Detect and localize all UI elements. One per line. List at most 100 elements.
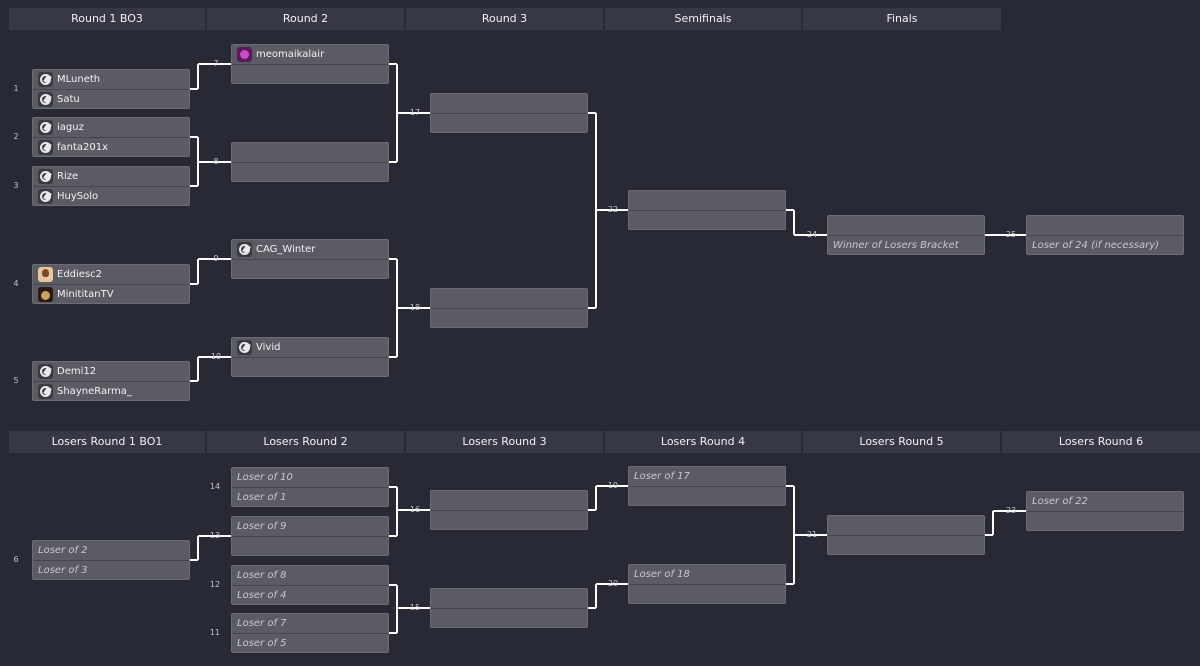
match-slot[interactable] bbox=[232, 143, 388, 162]
match-slot[interactable]: Loser of 7 bbox=[232, 614, 388, 633]
match-24[interactable]: Winner of Losers Bracket bbox=[827, 215, 985, 255]
header-round-3: Round 3 bbox=[406, 8, 603, 30]
match-slot[interactable]: Eddiesc2 bbox=[33, 265, 189, 284]
match-slot[interactable] bbox=[431, 511, 587, 530]
player-name: Satu bbox=[57, 94, 80, 105]
match-slot[interactable] bbox=[629, 191, 785, 210]
match-slot[interactable] bbox=[1027, 512, 1183, 531]
match-number: 4 bbox=[13, 279, 19, 288]
match-slot[interactable] bbox=[431, 114, 587, 133]
match-slot[interactable] bbox=[828, 516, 984, 535]
match-slot[interactable]: Loser of 8 bbox=[232, 566, 388, 585]
match-21[interactable] bbox=[827, 515, 985, 555]
match-number: 7 bbox=[213, 59, 219, 68]
slot-placeholder: Loser of 9 bbox=[237, 521, 287, 532]
match-7[interactable]: meomaikalair bbox=[231, 44, 389, 84]
match-25[interactable]: Loser of 24 (if necessary) bbox=[1026, 215, 1184, 255]
match-slot[interactable] bbox=[629, 585, 785, 604]
match-slot[interactable]: Rize bbox=[33, 167, 189, 186]
header-semifinals: Semifinals bbox=[605, 8, 801, 30]
match-slot[interactable] bbox=[629, 487, 785, 506]
match-slot[interactable]: CAG_Winter bbox=[232, 240, 388, 259]
player-name: CAG_Winter bbox=[256, 244, 316, 255]
slot-divider bbox=[232, 536, 388, 537]
match-slot[interactable]: fanta201x bbox=[33, 138, 189, 157]
match-slot[interactable]: Winner of Losers Bracket bbox=[828, 236, 984, 255]
match-slot[interactable]: Vivid bbox=[232, 338, 388, 357]
match-slot[interactable]: Loser of 22 bbox=[1027, 492, 1183, 511]
match-16[interactable] bbox=[430, 490, 588, 530]
match-20[interactable]: Loser of 18 bbox=[628, 564, 786, 604]
slot-divider bbox=[431, 608, 587, 609]
match-slot[interactable]: Loser of 5 bbox=[232, 634, 388, 653]
slot-divider bbox=[1027, 235, 1183, 236]
match-slot[interactable] bbox=[1027, 216, 1183, 235]
match-slot[interactable]: Loser of 17 bbox=[629, 467, 785, 486]
match-slot[interactable]: Loser of 3 bbox=[33, 561, 189, 580]
match-slot[interactable] bbox=[232, 163, 388, 182]
match-slot[interactable] bbox=[828, 536, 984, 555]
match-slot[interactable]: Loser of 4 bbox=[232, 586, 388, 605]
match-slot[interactable] bbox=[431, 491, 587, 510]
match-slot[interactable]: HuySolo bbox=[33, 187, 189, 206]
match-slot[interactable]: iaguz bbox=[33, 118, 189, 137]
match-slot[interactable] bbox=[232, 358, 388, 377]
match-10[interactable]: Vivid bbox=[231, 337, 389, 377]
match-slot[interactable]: meomaikalair bbox=[232, 45, 388, 64]
slot-divider bbox=[232, 487, 388, 488]
match-15[interactable] bbox=[430, 588, 588, 628]
match-number: 5 bbox=[13, 376, 19, 385]
match-number: 3 bbox=[13, 181, 19, 190]
match-23[interactable]: Loser of 22 bbox=[1026, 491, 1184, 531]
match-slot[interactable] bbox=[232, 260, 388, 279]
match-slot[interactable]: MLuneth bbox=[33, 70, 189, 89]
match-slot[interactable] bbox=[431, 589, 587, 608]
match-19[interactable]: Loser of 17 bbox=[628, 466, 786, 506]
match-slot[interactable]: ShayneRarma_ bbox=[33, 382, 189, 401]
match-18[interactable] bbox=[430, 288, 588, 328]
match-13[interactable]: Loser of 9 bbox=[231, 516, 389, 556]
match-slot[interactable] bbox=[431, 94, 587, 113]
match-slot[interactable] bbox=[232, 537, 388, 556]
slot-divider bbox=[629, 210, 785, 211]
player-name: HuySolo bbox=[57, 191, 99, 202]
match-2[interactable]: iaguz fanta201x bbox=[32, 117, 190, 157]
match-slot[interactable]: Loser of 9 bbox=[232, 517, 388, 536]
match-8[interactable] bbox=[231, 142, 389, 182]
match-slot[interactable]: Loser of 1 bbox=[232, 488, 388, 507]
match-slot[interactable]: Loser of 10 bbox=[232, 468, 388, 487]
match-slot[interactable] bbox=[431, 309, 587, 328]
slot-divider bbox=[629, 486, 785, 487]
match-slot[interactable] bbox=[232, 65, 388, 84]
match-22[interactable] bbox=[628, 190, 786, 230]
match-slot[interactable]: Loser of 2 bbox=[33, 541, 189, 560]
match-slot[interactable] bbox=[431, 609, 587, 628]
slot-placeholder: Loser of 17 bbox=[634, 471, 690, 482]
match-number: 10 bbox=[210, 352, 222, 361]
match-slot[interactable]: MinititanTV bbox=[33, 285, 189, 304]
match-17[interactable] bbox=[430, 93, 588, 133]
player-name: fanta201x bbox=[57, 142, 109, 153]
match-slot[interactable] bbox=[629, 211, 785, 230]
match-slot[interactable]: Satu bbox=[33, 90, 189, 109]
slot-divider bbox=[431, 510, 587, 511]
match-slot[interactable] bbox=[828, 216, 984, 235]
slot-divider bbox=[1027, 511, 1183, 512]
match-slot[interactable]: Loser of 24 (if necessary) bbox=[1027, 236, 1183, 255]
match-slot[interactable] bbox=[431, 289, 587, 308]
match-slot[interactable]: Demi12 bbox=[33, 362, 189, 381]
default-avatar-icon bbox=[38, 120, 53, 135]
match-slot[interactable]: Loser of 18 bbox=[629, 565, 785, 584]
match-9[interactable]: CAG_Winter bbox=[231, 239, 389, 279]
match-number: 24 bbox=[806, 230, 818, 239]
match-number: 23 bbox=[1005, 506, 1017, 515]
match-number: 15 bbox=[409, 603, 421, 612]
